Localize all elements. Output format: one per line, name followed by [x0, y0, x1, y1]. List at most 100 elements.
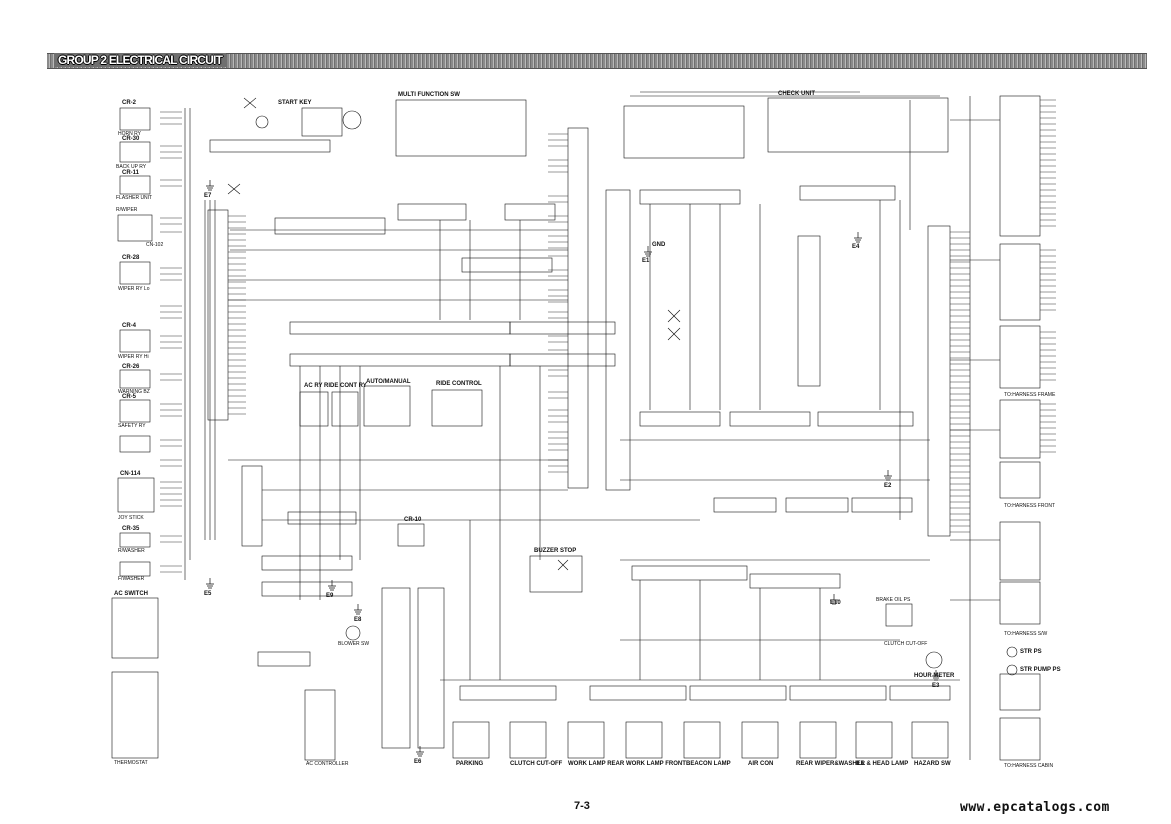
component-label-horn-ry: HORN RY	[118, 131, 141, 137]
component-label-cr35: CR-35	[122, 526, 140, 532]
connector-strip	[589, 685, 687, 701]
bottom-switch-box	[911, 721, 949, 759]
clutch-cutoff-box	[885, 603, 913, 627]
connector-strip	[689, 685, 787, 701]
multi-function-sw-box	[395, 99, 527, 157]
check-unit-box	[623, 105, 745, 159]
component-label-check-unit: CHECK UNIT	[778, 91, 815, 97]
component-label-ac-controller: AC CONTROLLER	[306, 761, 349, 767]
start-key-symbol	[342, 110, 362, 130]
left-component-box	[117, 477, 155, 513]
switch-label-work-lamp-rear: WORK LAMP REAR	[568, 761, 625, 767]
buzzer-stop-box	[529, 555, 583, 593]
connector-column	[207, 209, 229, 421]
connector-strip	[785, 497, 849, 513]
switch-label-work-lamp-front: WORK LAMP FRONT	[626, 761, 686, 767]
hour-meter-symbol	[925, 651, 943, 669]
page-number: 7-3	[574, 800, 590, 812]
component-label-joy-stick: JOY STICK	[118, 515, 144, 521]
ground-symbols	[206, 180, 940, 757]
ground-label-e9: E9	[326, 593, 334, 599]
connector-strip	[261, 555, 353, 571]
component-label-cn102: CN-102	[146, 242, 164, 248]
connector-strip	[817, 411, 914, 427]
component-label-ride-cont-ry: RIDE CONT RY	[324, 383, 367, 389]
switch-label-beacon-lamp: BEACON LAMP	[686, 761, 731, 767]
connector-strip	[851, 497, 913, 513]
left-component-box	[111, 671, 159, 759]
connector-strip	[461, 257, 553, 273]
component-label-cr4: CR-4	[122, 323, 137, 329]
ground-label-e8: E8	[354, 617, 362, 623]
harness-block	[999, 325, 1041, 389]
component-label-cr10: CR-10	[404, 517, 422, 523]
ground-label-e5: E5	[204, 591, 212, 597]
connector-strip	[749, 573, 841, 589]
component-label-cr5: CR-5	[122, 394, 137, 400]
relay-box	[363, 385, 411, 427]
relay-box	[299, 391, 329, 427]
harness-block	[999, 521, 1041, 581]
connector-column	[927, 225, 951, 537]
harness-block	[999, 461, 1041, 499]
connector-strip	[274, 217, 386, 235]
ground-label-e10: E10	[830, 600, 841, 606]
component-label-warning-bz: WARNING BZ	[118, 389, 150, 395]
sensor-symbol	[1006, 646, 1018, 658]
connector-strip	[799, 185, 896, 201]
component-label-back-up-ry: BACK UP RY	[116, 164, 147, 170]
check-unit-box	[767, 97, 949, 153]
component-label-start-key: START KEY	[278, 100, 312, 106]
component-label-str-ps: STR PS	[1020, 649, 1042, 655]
left-component-box	[119, 435, 151, 453]
connector-column	[417, 587, 445, 749]
ground-label-gnd: GND	[652, 242, 666, 248]
bottom-switch-box	[567, 721, 605, 759]
connector-strip	[287, 511, 357, 525]
component-label-clutch-cutoff: CLUTCH CUT-OFF	[884, 641, 928, 647]
page-title: GROUP 2 ELECTRICAL CIRCUIT	[54, 53, 227, 67]
component-label-cr28: CR-28	[122, 255, 140, 261]
component-label-to-harness-frame: TO:HARNESS FRAME	[1004, 392, 1056, 398]
start-key-box	[301, 107, 343, 137]
component-label-ride-control: RIDE CONTROL	[436, 381, 482, 387]
connector-column	[797, 235, 821, 387]
connector-strip	[459, 685, 557, 701]
ground-label-e1: E1	[642, 258, 650, 264]
bottom-switch-box	[741, 721, 779, 759]
component-label-to-harness-front: TO:HARNESS FRONT	[1004, 503, 1056, 509]
connector-strip	[504, 203, 556, 221]
switch-label-ill-head-lamp: ILL & HEAD LAMP	[856, 761, 909, 767]
left-component-box	[119, 261, 151, 285]
component-label-cr26: CR-26	[122, 364, 140, 370]
left-component-box	[119, 399, 151, 423]
connector-column	[567, 127, 589, 489]
component-label-to-harness-sw: TO:HARNESS S/W	[1004, 631, 1048, 637]
connector-strip	[289, 321, 511, 335]
harness-block	[999, 581, 1041, 625]
left-component-box	[119, 561, 151, 577]
connector-column	[605, 189, 631, 491]
title-bar	[47, 53, 1147, 69]
ground-label-e7: E7	[204, 193, 212, 199]
connector-strip	[509, 353, 616, 367]
component-label-ac-switch: AC SWITCH	[114, 591, 148, 597]
connector-strip	[397, 203, 467, 221]
connector-strip	[713, 497, 777, 513]
component-label-multi-sw: MULTI FUNCTION SW	[398, 92, 460, 98]
horn-symbol	[345, 625, 361, 641]
bottom-switch-box	[452, 721, 490, 759]
harness-block	[999, 243, 1041, 321]
relay-box	[331, 391, 359, 427]
component-label-str-pump-ps: STR PUMP PS	[1020, 667, 1061, 673]
component-label-cr11: CR-11	[122, 170, 140, 176]
component-label-auto-manual: AUTO/MANUAL	[366, 379, 411, 385]
left-component-box	[119, 369, 151, 389]
connector-strip	[631, 565, 748, 581]
component-label-cr30: CR-30	[122, 136, 140, 142]
component-label-wiper-lo: WIPER RY Lo	[118, 286, 150, 292]
ground-label-e2: E2	[884, 483, 892, 489]
component-label-hour-meter: HOUR METER	[914, 673, 955, 679]
connector-column	[304, 689, 336, 761]
